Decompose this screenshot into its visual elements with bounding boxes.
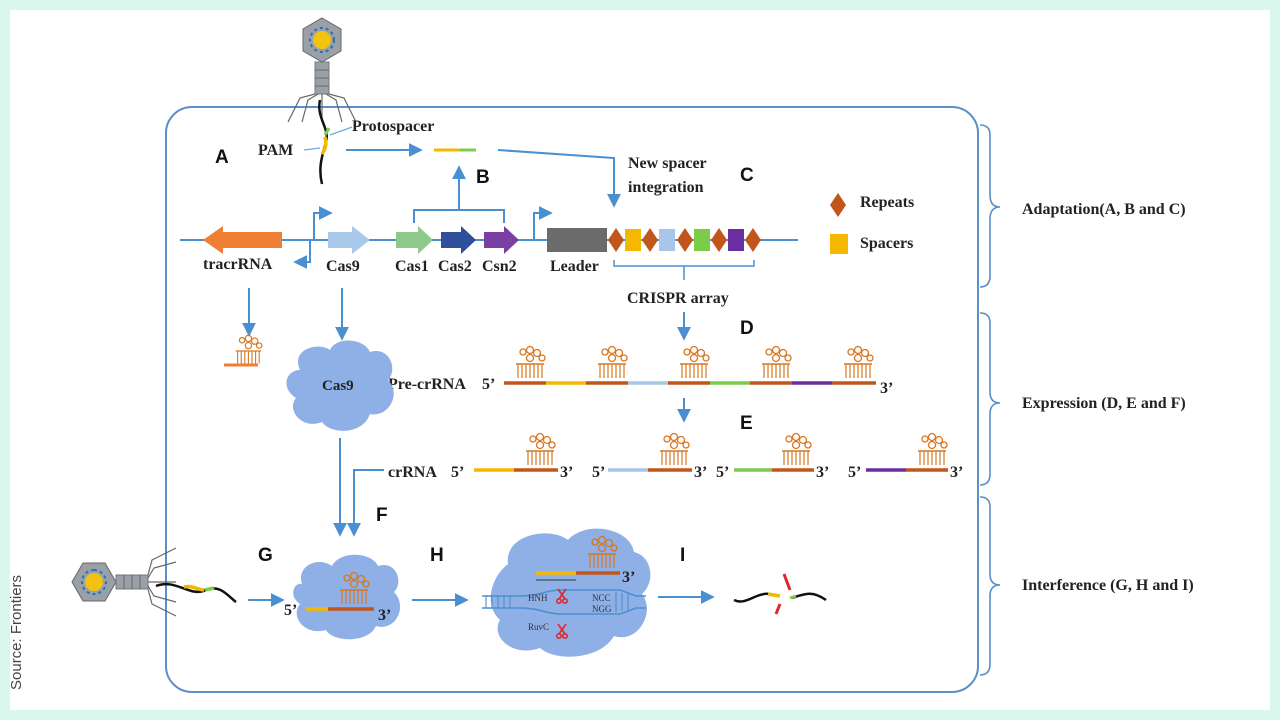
- legend-spacers-swatch: [830, 234, 848, 254]
- tracrrna-label: tracrRNA: [203, 256, 273, 273]
- crrna-label: crRNA: [388, 464, 437, 481]
- crispr-array-bracket: [613, 260, 755, 267]
- panel-label-a: A: [215, 147, 229, 168]
- cas9-gene-label: Cas9: [326, 258, 360, 275]
- stage-bracket-adaptation: [979, 124, 1001, 288]
- cas1-gene: [396, 226, 433, 254]
- ngg-label: NGG: [592, 604, 612, 614]
- promoter-leader: [533, 206, 553, 240]
- promoter-cas9: [313, 206, 333, 240]
- cleaved-dna: [733, 573, 827, 615]
- invading-phage-icon: [71, 547, 177, 617]
- crrna4-5prime: 5’: [848, 464, 861, 481]
- crrna-4: [866, 432, 948, 472]
- new-spacer-label-1: New spacer: [628, 155, 707, 172]
- target-crrna: [536, 535, 620, 581]
- protospacer-segment: [320, 136, 328, 156]
- arrow-spacer-integration: [497, 149, 621, 208]
- cas9-gene: [328, 226, 370, 254]
- ncc-label: NCC: [592, 593, 611, 603]
- panel-label-g: G: [258, 545, 273, 566]
- cas9-protein: [286, 340, 394, 431]
- stage-adaptation-label: Adaptation(A, B and C): [1022, 201, 1186, 218]
- legend-spacers-label: Spacers: [860, 235, 913, 252]
- pre-crrna-5prime: 5’: [482, 376, 495, 393]
- protospacer-pointer: [329, 126, 353, 136]
- panel-label-d: D: [740, 318, 754, 339]
- crrna1-5prime: 5’: [451, 464, 464, 481]
- crrna2-3prime: 3’: [694, 464, 707, 481]
- crrna3-3prime: 3’: [816, 464, 829, 481]
- panel-label-i: I: [680, 545, 685, 566]
- cas9-crrna-complex: [293, 554, 401, 640]
- crrna2-5prime: 5’: [592, 464, 605, 481]
- cas9-protein-label: Cas9: [322, 378, 354, 394]
- csn2-gene: [484, 226, 519, 254]
- panel-label-c: C: [740, 165, 754, 186]
- pam-label: PAM: [258, 142, 293, 159]
- legend-spacers: Spacers: [830, 234, 913, 254]
- target-dna: [482, 589, 646, 615]
- ruvc-label: RuvC: [528, 622, 549, 632]
- tracrrna-gene: [203, 226, 282, 254]
- crispr-array-label: CRISPR array: [627, 290, 729, 307]
- invading-pam: [204, 586, 215, 592]
- arrow-crrna-to-complex: [347, 469, 384, 537]
- protospacer-label: Protospacer: [352, 118, 434, 135]
- stage-bracket-interference: [979, 496, 1001, 676]
- cell-boundary: [165, 106, 979, 693]
- pam-pointer: [303, 147, 321, 151]
- pre-crrna-3prime: 3’: [880, 380, 893, 397]
- complex-3prime: 3’: [378, 607, 391, 624]
- target-3prime: 3’: [622, 569, 635, 586]
- crrna3-5prime: 5’: [716, 464, 729, 481]
- stage-expression-label: Expression (D, E and F): [1022, 395, 1186, 412]
- crrna4-3prime: 3’: [950, 464, 963, 481]
- pre-crrna-hairpins: [515, 345, 874, 379]
- stage-interference-label: Interference (G, H and I): [1022, 577, 1194, 594]
- panel-label-e: E: [740, 413, 753, 434]
- promoter-tracrrna: [293, 240, 311, 269]
- invading-protospacer: [183, 584, 205, 592]
- legend-repeats: Repeats: [830, 193, 914, 217]
- cas1-label: Cas1: [395, 258, 429, 275]
- panel-label-b: B: [476, 167, 490, 188]
- crrna-1: [474, 432, 558, 472]
- panel-label-f: F: [376, 505, 388, 526]
- crrna-2: [608, 432, 692, 472]
- cas2-label: Cas2: [438, 258, 472, 275]
- complex-5prime: 5’: [284, 602, 297, 619]
- scissors-hnh-icon: [555, 588, 568, 604]
- cas2-gene: [441, 226, 476, 254]
- pre-crrna-label: Pre-crRNA: [388, 376, 466, 393]
- scissors-ruvc-icon: [555, 623, 568, 639]
- pam-segment: [323, 127, 331, 136]
- crrna-3: [734, 432, 814, 472]
- leader-block: [547, 228, 607, 252]
- leader-label: Leader: [550, 258, 599, 275]
- hnh-label: HNH: [528, 593, 548, 603]
- new-spacer-label-2: integration: [628, 179, 704, 196]
- csn2-label: Csn2: [482, 258, 517, 275]
- crispr-array: [608, 228, 761, 252]
- legend-repeats-label: Repeats: [860, 194, 914, 211]
- crrna1-3prime: 3’: [560, 464, 573, 481]
- bracket-cas1-csn2: [413, 209, 505, 223]
- complex-crrna: [306, 571, 374, 611]
- tracrrna-product: [224, 334, 263, 367]
- stage-bracket-expression: [979, 312, 1001, 486]
- panel-label-h: H: [430, 545, 444, 566]
